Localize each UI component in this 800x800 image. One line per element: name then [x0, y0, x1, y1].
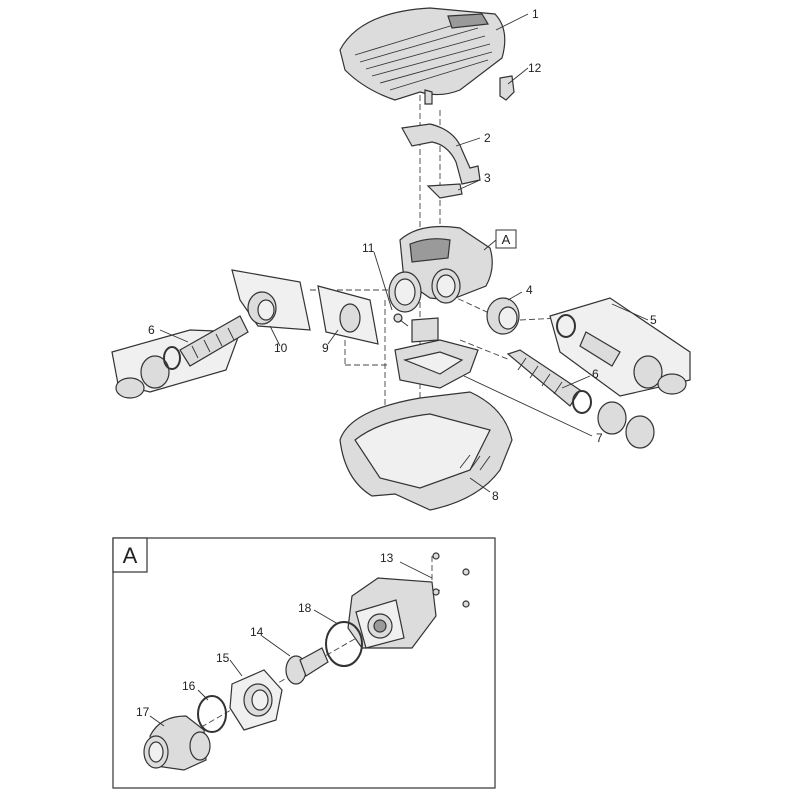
- part-clip-3: [426, 183, 463, 199]
- callout-2: 2: [484, 131, 491, 145]
- callout-16: 16: [182, 679, 196, 693]
- part-oring-16: [197, 695, 227, 733]
- detail-box-frame: [112, 537, 496, 789]
- detail-marker-label: A: [502, 232, 511, 247]
- part-bracket-2: [401, 123, 481, 185]
- part-hose-tail-left: [111, 315, 249, 399]
- callout-14: 14: [250, 625, 264, 639]
- callout-9: 9: [322, 341, 329, 355]
- callout-6-right: 6: [592, 367, 599, 381]
- part-clip-12: [499, 75, 515, 101]
- part-motor-13: [347, 552, 470, 649]
- part-screw-11: [393, 313, 409, 327]
- leader-lines: [149, 13, 649, 727]
- detail-marker-box: [495, 229, 517, 249]
- callout-10: 10: [274, 341, 288, 355]
- part-elbow-17: [143, 715, 211, 771]
- part-oring-18: [325, 621, 363, 667]
- part-mount-7: [394, 317, 479, 389]
- detail-box-tag: [112, 537, 148, 573]
- part-impeller-14: [285, 647, 329, 685]
- callout-17: 17: [136, 705, 150, 719]
- callout-7: 7: [596, 431, 603, 445]
- callout-15: 15: [216, 651, 230, 665]
- part-hose-tail-right: [549, 297, 691, 397]
- part-flange-15: [229, 669, 283, 731]
- callout-1: 1: [532, 7, 539, 21]
- part-hose-tail-right-2: [506, 349, 655, 449]
- part-top-cover: [339, 7, 506, 105]
- callout-12: 12: [528, 61, 542, 75]
- callout-6-left: 6: [148, 323, 155, 337]
- part-pump-body: [388, 225, 493, 313]
- detail-box-label: A: [123, 543, 138, 568]
- part-union-nut-4: [486, 297, 520, 335]
- callout-18: 18: [298, 601, 312, 615]
- callout-8: 8: [492, 489, 499, 503]
- callout-4: 4: [526, 283, 533, 297]
- callout-11: 11: [362, 241, 375, 255]
- callout-5: 5: [650, 313, 657, 327]
- callout-3: 3: [484, 171, 491, 185]
- part-gasket-9: [317, 285, 379, 345]
- callout-13: 13: [380, 551, 394, 565]
- part-base-housing: [339, 391, 513, 511]
- part-cover-plate-10: [231, 269, 311, 331]
